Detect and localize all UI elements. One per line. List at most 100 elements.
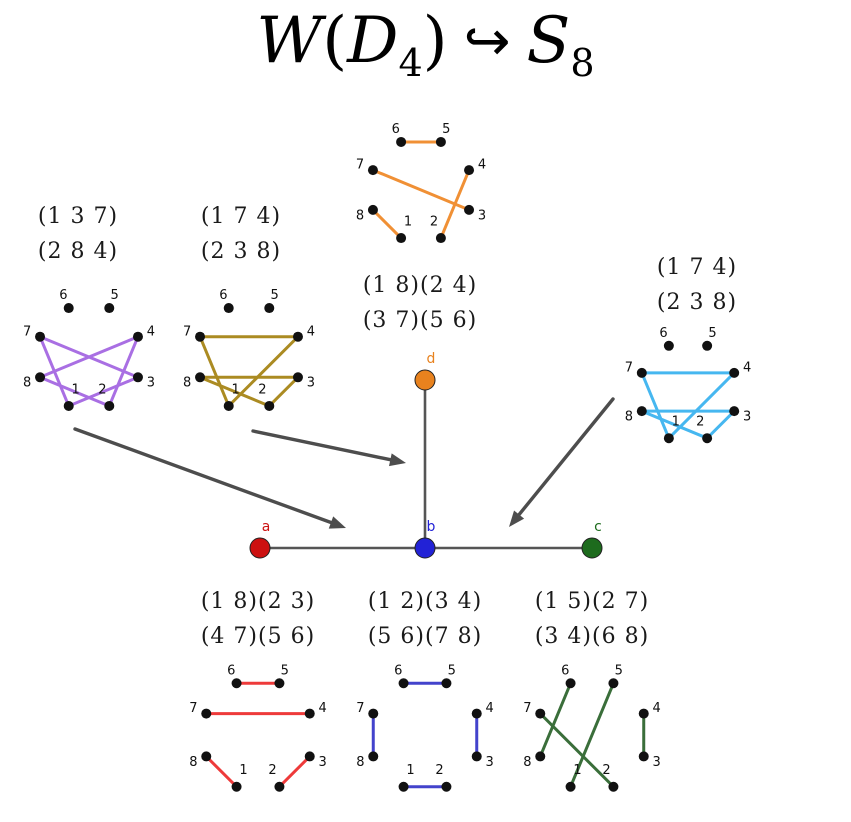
- vertex-label: 6: [392, 122, 400, 137]
- vertex-label: 2: [696, 415, 704, 430]
- arrow-head-icon: [389, 453, 406, 467]
- vertex-label: 4: [478, 158, 486, 173]
- cycle-label: (1 7 4): [201, 204, 281, 229]
- vertex-dot: [35, 372, 46, 383]
- vertex-dot: [132, 372, 143, 383]
- vertex-dot: [729, 406, 740, 417]
- perm-edge: [640, 409, 709, 440]
- cycle-label: (3 4)(6 8): [535, 624, 649, 649]
- vertex-dot: [63, 303, 74, 314]
- vertex-label: 5: [615, 663, 623, 678]
- cycle-label: (4 7)(5 6): [201, 624, 315, 649]
- vertex-label: 7: [23, 324, 31, 339]
- vertex-label: 5: [110, 288, 118, 303]
- vertex-dot: [464, 165, 475, 176]
- title-S: S: [526, 4, 571, 78]
- vertex-dot: [201, 708, 212, 719]
- perm-edge: [198, 375, 271, 408]
- vertex-dot: [608, 781, 619, 792]
- title-right-paren: ): [422, 4, 448, 78]
- vertex-label: 5: [270, 288, 278, 303]
- title-left-paren: (: [322, 4, 348, 78]
- cycle-label: (3 7)(5 6): [363, 308, 477, 333]
- vertex-label: 3: [743, 409, 751, 424]
- vertex-label: 1: [404, 214, 412, 229]
- vertex-label: 7: [183, 324, 191, 339]
- vertex-dot: [264, 303, 275, 314]
- perm-edge: [371, 168, 471, 212]
- vertex-label: 4: [319, 701, 327, 716]
- cycle-label: (1 8)(2 4): [363, 273, 477, 298]
- vertex-dot: [565, 781, 576, 792]
- vertex-label: 8: [356, 755, 364, 770]
- vertex-label: 2: [430, 214, 438, 229]
- vertex-dot: [35, 331, 46, 342]
- vertex-label: 6: [219, 288, 227, 303]
- vertex-label: 7: [356, 158, 364, 173]
- arrow-shaft: [73, 427, 333, 525]
- vertex-dot: [368, 708, 379, 719]
- vertex-dot: [441, 678, 452, 689]
- vertex-label: 3: [486, 755, 494, 770]
- vertex-dot: [368, 751, 379, 762]
- vertex-label: 8: [625, 409, 633, 424]
- vertex-dot: [729, 367, 740, 378]
- vertex-dot: [441, 781, 452, 792]
- vertex-dot: [274, 678, 285, 689]
- vertex-label: 2: [98, 382, 106, 397]
- vertex-label: 3: [478, 208, 486, 223]
- vertex-dot: [702, 433, 713, 444]
- vertex-label: 6: [561, 663, 569, 678]
- dynkin-node-label-a: a: [262, 519, 271, 535]
- vertex-label: 6: [659, 326, 667, 341]
- vertex-label: 7: [189, 701, 197, 716]
- vertex-dot: [398, 781, 409, 792]
- vertex-dot: [201, 751, 212, 762]
- vertex-dot: [535, 751, 546, 762]
- vertex-label: 7: [356, 701, 364, 716]
- dynkin-node-c: [581, 537, 603, 559]
- vertex-label: 8: [183, 376, 191, 391]
- vertex-dot: [565, 678, 576, 689]
- vertex-dot: [435, 136, 446, 147]
- map-arrow-3: [509, 397, 615, 527]
- vertex-dot: [264, 400, 275, 411]
- vertex-dot: [638, 751, 649, 762]
- vertex-dot: [471, 708, 482, 719]
- vertex-dot: [396, 136, 407, 147]
- title-subscript-4: 4: [398, 41, 423, 85]
- vertex-dot: [367, 204, 378, 215]
- vertex-label: 2: [435, 763, 443, 778]
- vertex-label: 7: [625, 361, 633, 376]
- vertex-dot: [63, 400, 74, 411]
- vertex-label: 5: [448, 663, 456, 678]
- vertex-dot: [608, 678, 619, 689]
- dynkin-node-label-b: b: [427, 519, 436, 535]
- vertex-dot: [104, 303, 115, 314]
- arrow-shaft: [517, 397, 615, 517]
- vertex-dot: [535, 708, 546, 719]
- cycle-label: (1 8)(2 3): [201, 589, 315, 614]
- cycle-label: (5 6)(7 8): [368, 624, 482, 649]
- vertex-label: 5: [281, 663, 289, 678]
- figure-title: W(D4)↪S8: [0, 6, 851, 85]
- vertex-label: 3: [319, 755, 327, 770]
- vertex-label: 1: [239, 763, 247, 778]
- vertex-dot: [471, 751, 482, 762]
- dynkin-node-d: [414, 369, 436, 391]
- vertex-dot: [223, 400, 234, 411]
- dynkin-node-b: [414, 537, 436, 559]
- vertex-label: 2: [268, 763, 276, 778]
- vertex-dot: [367, 165, 378, 176]
- dynkin-node-label-c: c: [594, 519, 602, 535]
- vertex-label: 1: [231, 382, 239, 397]
- vertex-label: 1: [406, 763, 414, 778]
- dynkin-node-a: [249, 537, 271, 559]
- vertex-dot: [274, 781, 285, 792]
